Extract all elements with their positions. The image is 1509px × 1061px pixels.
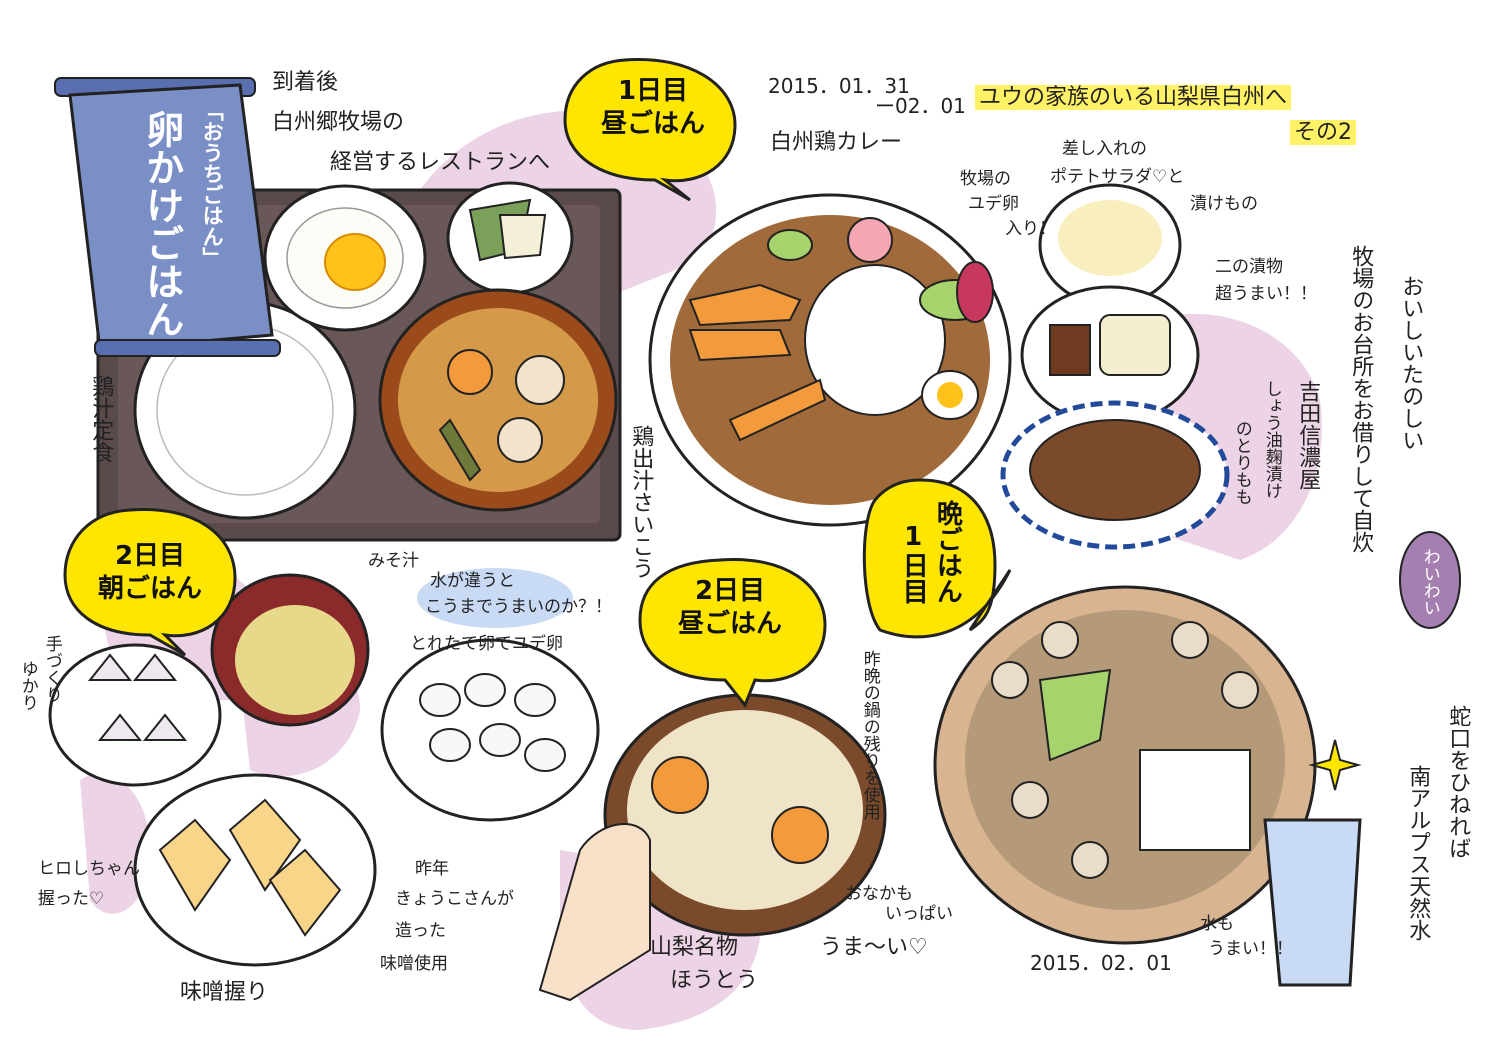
date-range-start: 2015．01．31 <box>768 74 910 98</box>
pickle-note-2: 超うまい！！ <box>1215 284 1317 304</box>
waiwai-text: わいわい <box>1419 548 1440 616</box>
scroll-banner <box>54 77 281 357</box>
breakfast2-bubble-line1: 2日目 <box>114 541 186 571</box>
pickles-plate <box>1020 285 1200 425</box>
egg-note-1: 牧場の <box>960 169 1011 189</box>
pickle-note-1: 二の漬物 <box>1215 257 1283 277</box>
gift-note-3: 漬けもの <box>1190 194 1258 214</box>
waiwai-bubble <box>1399 531 1461 629</box>
specialty-label-1: 山梨名物 <box>650 935 739 960</box>
miso-onigiri-plate <box>133 773 377 967</box>
lunch1-bubble-line2: 昼ごはん <box>600 108 705 139</box>
part-label-text: その2 <box>1290 120 1356 145</box>
water-note-2: 南アルプス天然水 <box>1405 765 1431 941</box>
water-glass <box>1263 739 1362 987</box>
water-difference-1: 水が違うと <box>430 571 515 591</box>
lunch1-intro-3: 経営するレストランへ <box>330 150 551 175</box>
full-note-2: いっぱい <box>885 904 953 924</box>
kitchen-note-2: おいしいたのしい <box>1398 275 1424 451</box>
lunch2-bubble-line1: 2日目 <box>694 576 766 606</box>
boiled-eggs-plate <box>380 638 600 822</box>
gift-note-2: ポテトサラダ♡と <box>1050 167 1185 187</box>
breakfast2-bubble: 2日目 朝ごはん <box>80 540 220 605</box>
gift-note-1: 差し入れの <box>1062 139 1147 159</box>
chicken-dish <box>1000 400 1230 550</box>
yukari-onigiri-plate <box>48 643 222 787</box>
trip-title-text: ユウの家族のいる山梨県白州へ <box>975 85 1292 110</box>
egg-note-2: ユデ卵 <box>968 194 1019 214</box>
houtou-bowl <box>538 693 887 1002</box>
water-difference-2: こうまでうまいのか？！ <box>425 597 612 617</box>
breakfast2-bubble-line2: 朝ごはん <box>97 573 202 604</box>
dinner1-bubble-line2: 晩ごはん <box>932 500 963 604</box>
dinner1-bubble-line1: 1日目 <box>898 522 929 604</box>
lunch1-bubble-line1: 1日目 <box>617 76 689 106</box>
lunch2-bubble-line2: 昼ごはん <box>677 608 782 639</box>
egg-note-3: 入り！ <box>1005 219 1056 239</box>
shop-item-2: のとりもも <box>1231 420 1252 505</box>
hiroko-label-2: 握った♡ <box>38 889 105 909</box>
potato-salad-bowl <box>1038 183 1182 307</box>
full-note-1: おなかも <box>845 884 913 904</box>
chicken-soup-bowl <box>378 288 618 512</box>
broth-note: 鶏出汁さいこう <box>628 425 654 579</box>
kitchen-note-1: 牧場のお台所をお借りして自炊 <box>1348 245 1374 553</box>
lunch1-bubble: 1日目 昼ごはん <box>578 75 728 140</box>
curry-plate <box>648 193 1012 527</box>
miso-note-4: 味噌使用 <box>380 954 448 974</box>
curry-label: 白州鶏カレー <box>770 130 903 155</box>
boiled-eggs-label: とれたて卵でユデ卵 <box>410 634 563 654</box>
miso-note-1: 昨年 <box>415 859 449 879</box>
yukari-label-2: ゆかり <box>17 660 38 711</box>
miso-note-3: 造った <box>395 921 446 941</box>
shop-name: 吉田信濃屋 <box>1295 380 1321 490</box>
set-meal-label: 鶏汁定食 <box>88 375 114 463</box>
lunch1-intro-1: 到着後 <box>272 70 339 95</box>
water-note-1: 蛇口をひねれば <box>1445 705 1471 859</box>
trip-title: ユウの家族のいる山梨県白州へ <box>975 85 1292 110</box>
dinner1-bubble: 1日目 晩ごはん <box>870 500 990 609</box>
hiroko-label-1: ヒロしちゃん <box>38 859 140 879</box>
miso-soup-bowl <box>210 573 370 727</box>
part-label: その2 <box>1290 120 1356 145</box>
miso-soup-label: みそ汁 <box>368 551 419 571</box>
specialty-label-2: ほうとう <box>670 968 759 993</box>
shop-item-1: しょう油麹漬け <box>1261 380 1282 499</box>
pickle-dish <box>446 181 574 295</box>
tasty-note: うま〜い♡ <box>820 935 928 960</box>
water-note-highlight <box>417 568 573 628</box>
yukari-label-1: 手づくり <box>41 635 62 703</box>
water-taste-1: 水も <box>1200 914 1234 934</box>
miso-note-2: きょうこさんが <box>395 889 514 909</box>
leftover-note: 昨晩の鍋の残りを使用 <box>859 650 880 820</box>
hotpot <box>933 585 1317 945</box>
scroll-series-label: 「おうちごはん」 <box>200 100 225 268</box>
lunch2-bubble: 2日目 昼ごはん <box>655 575 805 640</box>
lunch1-intro-2: 白州郷牧場の <box>272 110 405 135</box>
scroll-title: 卵かけごはん <box>139 110 184 338</box>
date-range-end: ー02．01 <box>875 94 966 118</box>
miso-onigiri-label: 味噌握り <box>180 980 269 1005</box>
water-taste-2: うまい！！ <box>1208 939 1293 959</box>
egg-bowl <box>263 184 427 332</box>
speech-bubbles <box>63 57 1012 708</box>
dinner-date: 2015．02．01 <box>1030 951 1172 975</box>
